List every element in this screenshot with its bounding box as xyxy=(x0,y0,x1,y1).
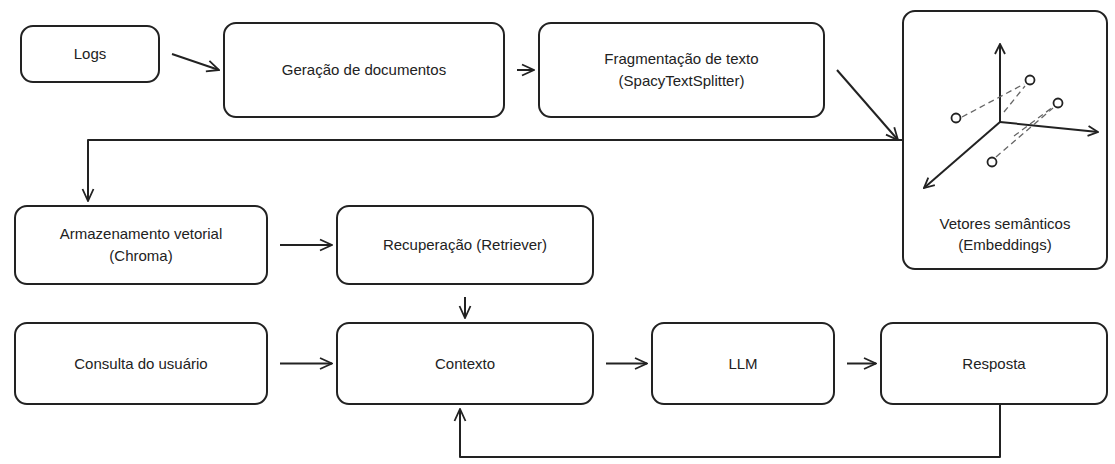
process-box: Contexto xyxy=(336,322,594,405)
process-box: Fragmentação de texto (SpacyTextSplitter… xyxy=(538,22,825,118)
node-label: Vetores semânticos (Embeddings) xyxy=(920,213,1090,257)
process-box: Recuperação (Retriever) xyxy=(336,205,594,285)
flow-arrow xyxy=(517,69,534,71)
node-label: Logs xyxy=(74,43,107,65)
flow-arrow xyxy=(606,363,647,365)
input-box: Consulta do usuário xyxy=(14,322,268,405)
node-label: Recuperação (Retriever) xyxy=(383,234,547,256)
node-label: LLM xyxy=(728,353,757,375)
node-label: Fragmentação de texto (SpacyTextSplitter… xyxy=(567,48,797,92)
node-label: Contexto xyxy=(435,353,495,375)
node-label: Consulta do usuário xyxy=(74,353,207,375)
flow-arrow xyxy=(464,297,466,318)
vector-points xyxy=(952,76,1063,167)
flow-arrow xyxy=(460,405,1000,457)
source-box: Logs xyxy=(20,25,160,83)
model-box: LLM xyxy=(651,322,835,405)
storage-box: Armazenamento vetorial (Chroma) xyxy=(14,205,268,285)
node-label: Armazenamento vetorial (Chroma) xyxy=(34,223,249,267)
flow-arrow xyxy=(280,244,332,246)
embedding-box: Vetores semânticos (Embeddings) xyxy=(902,10,1108,270)
flow-arrow xyxy=(280,363,332,365)
node-label: Resposta xyxy=(962,353,1025,375)
vector-axes xyxy=(924,44,1098,188)
output-box: Resposta xyxy=(880,322,1108,405)
vector-dashes xyxy=(962,84,1053,157)
flow-arrow xyxy=(88,140,902,201)
flow-arrow xyxy=(172,54,219,70)
process-box: Geração de documentos xyxy=(223,22,505,118)
node-label: Geração de documentos xyxy=(282,59,446,81)
flow-arrow xyxy=(847,363,876,365)
flow-arrow xyxy=(837,70,898,140)
